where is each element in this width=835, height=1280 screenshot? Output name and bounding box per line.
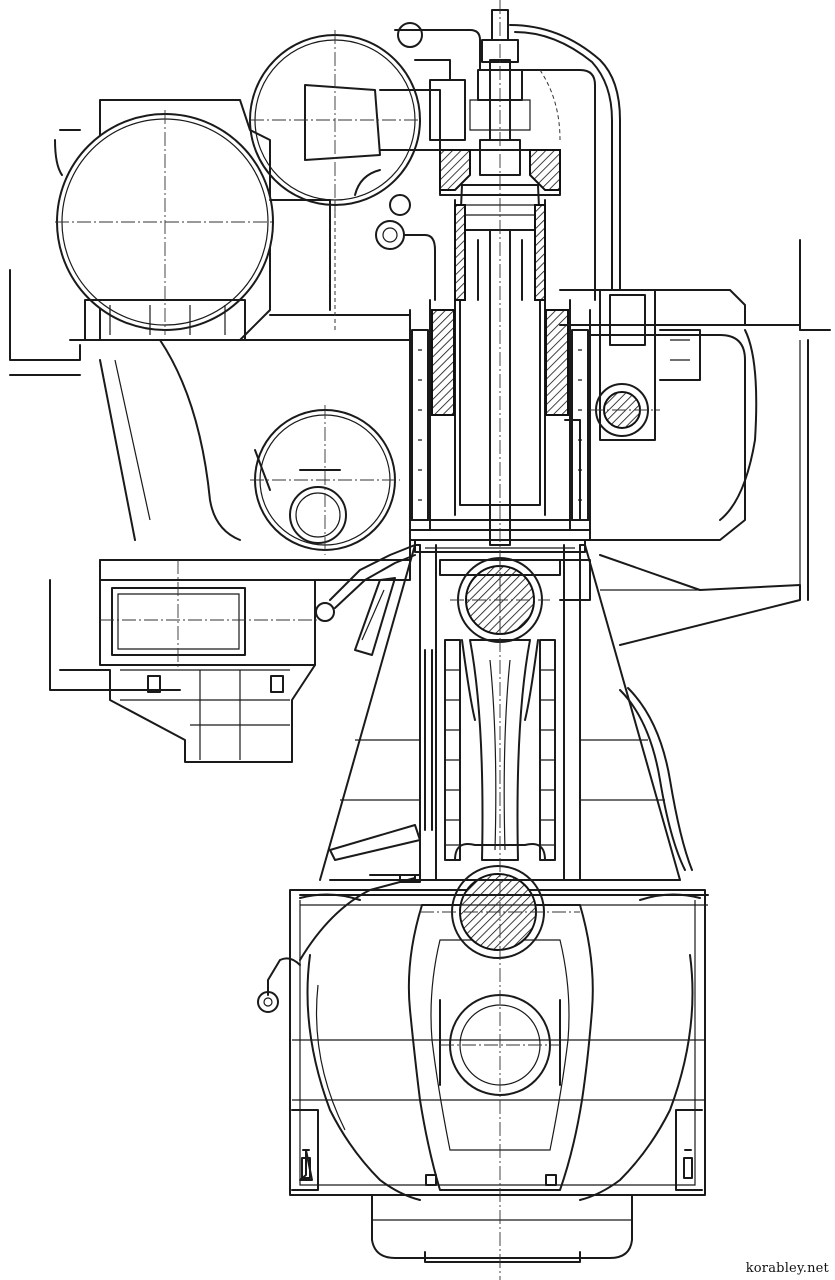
center-lines <box>55 0 660 1280</box>
cylinder <box>410 200 590 552</box>
cylinder-cover <box>440 10 620 300</box>
foundation-bolts <box>300 1150 692 1185</box>
right-pipe <box>620 688 692 870</box>
bedplate <box>290 890 705 1262</box>
fuel-pump <box>560 240 830 520</box>
right-casing <box>560 335 808 600</box>
auxiliary-blower <box>50 560 410 762</box>
watermark: korabley.net <box>743 1261 831 1276</box>
left-pipes <box>258 545 432 1012</box>
crosshead-guides <box>445 640 555 860</box>
